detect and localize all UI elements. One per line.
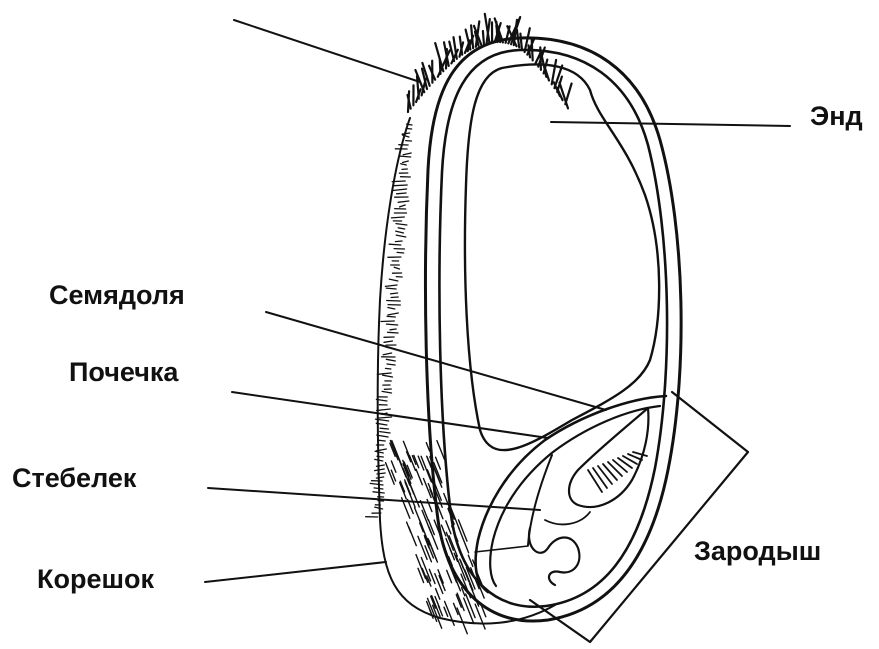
leader-bud xyxy=(232,392,548,438)
label-bud: Почечка xyxy=(69,359,178,386)
radicle xyxy=(529,528,579,585)
label-cotyledon: Семядоля xyxy=(49,282,185,309)
label-endosperm: Энд xyxy=(810,103,863,130)
scutellum-outline xyxy=(476,396,666,592)
seed-coat-fringe xyxy=(366,124,412,517)
label-stem: Стебелек xyxy=(12,465,136,492)
embryo-axis-inner xyxy=(545,512,590,524)
label-root: Корешок xyxy=(37,566,154,593)
hair-tuft xyxy=(408,14,572,112)
leader-cotyledon xyxy=(266,312,606,410)
leader-root-ext xyxy=(475,546,528,552)
label-embryo: Зародыш xyxy=(694,538,821,565)
leader-root xyxy=(205,562,386,582)
bud-hatching xyxy=(588,452,647,492)
leader-endosperm xyxy=(551,122,790,126)
leader-tuft xyxy=(234,20,420,82)
embryo-axis xyxy=(528,455,552,545)
seed-coat-shading xyxy=(386,441,486,634)
